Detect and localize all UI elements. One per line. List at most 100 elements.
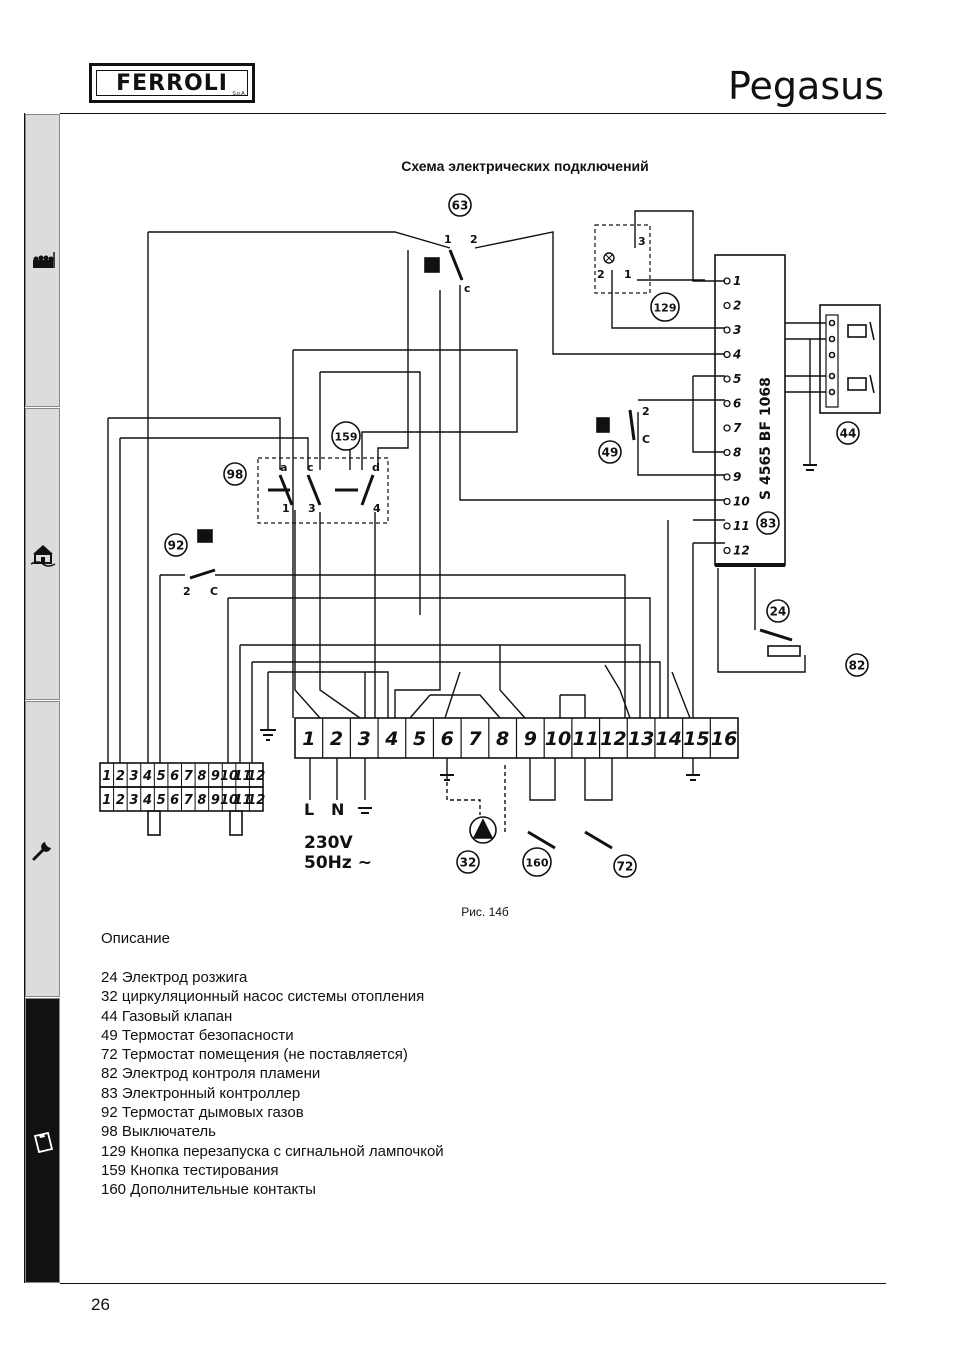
- controller-pin-label: 10: [733, 495, 750, 509]
- connector-leg-left: [147, 810, 161, 836]
- terminal-number: 12: [600, 728, 626, 750]
- sidebar: [24, 113, 61, 1283]
- controller-pin-label: 11: [733, 519, 750, 533]
- header-divider: [60, 113, 886, 114]
- controller-pin-label: 12: [733, 544, 750, 558]
- terminal-number: 4: [384, 728, 398, 750]
- s49-label-c: C: [642, 433, 650, 446]
- callout-label: 49: [602, 446, 619, 460]
- controller-pin-label: 8: [733, 446, 741, 460]
- connector-pin-label: 1: [102, 793, 111, 808]
- controller-pin-terminal: [723, 375, 731, 383]
- footer-divider: [60, 1283, 886, 1284]
- callout-label: 82: [849, 659, 866, 673]
- s98-label-4: 4: [373, 502, 381, 515]
- callout-circle: [650, 292, 680, 322]
- list-item: 49 Термостат безопасности: [101, 1026, 294, 1044]
- callout-circle: [164, 533, 188, 557]
- terminal-number: 3: [358, 728, 371, 750]
- page-number: 26: [91, 1295, 110, 1314]
- wires: [107, 210, 826, 801]
- callout-label: 63: [452, 199, 469, 213]
- callout-label: 24: [770, 605, 787, 619]
- s129-label-3: 3: [638, 235, 646, 248]
- callout-circle: [766, 599, 790, 623]
- controller-pin-label: 1: [733, 274, 741, 288]
- list-item: 92 Термостат дымовых газов: [101, 1104, 304, 1122]
- connector-pin-label: 12: [247, 793, 265, 808]
- terminal-number: 1: [302, 728, 315, 750]
- controller-pin-label: 4: [732, 348, 741, 362]
- terminal-number: 14: [656, 728, 682, 750]
- connector-pin-label: 7: [184, 769, 194, 784]
- figure-caption: Рис. 14б: [461, 905, 509, 919]
- terminal-number: 16: [711, 728, 737, 750]
- callout-circle: [456, 850, 480, 874]
- connector-pin-label: 6: [170, 769, 179, 784]
- callout-label: 83: [760, 517, 777, 531]
- controller-pin-terminal: [723, 497, 731, 506]
- house-install-icon: [30, 545, 55, 567]
- list-item: 159 Кнопка тестирования: [101, 1161, 279, 1179]
- controller-pin-terminal: [723, 301, 731, 310]
- terminal-number: 9: [524, 728, 537, 750]
- connector-pin-label: 7: [184, 793, 194, 808]
- controller-pin-terminal: [723, 473, 731, 481]
- terminal-number: 15: [683, 728, 709, 750]
- controller-pin-label: 5: [733, 372, 741, 386]
- controller-pin-terminal: [723, 424, 731, 432]
- callout-circle: [331, 421, 361, 451]
- controller-pin-label: 3: [733, 323, 741, 337]
- sidebar-tab-installer[interactable]: [25, 408, 60, 700]
- controller-pin-label: 6: [733, 397, 741, 411]
- connector-pin-label: 8: [197, 769, 206, 784]
- s63-label-1: 1: [444, 233, 452, 246]
- connector-pin-label: 11: [234, 769, 252, 784]
- frequency-label: 50Hz ~: [304, 853, 372, 873]
- callout-label: 72: [617, 860, 634, 874]
- sidebar-tab-user[interactable]: [25, 114, 60, 407]
- power-n-label: N: [331, 800, 344, 819]
- controller-model-label: S 4565 BF 1068: [758, 377, 774, 500]
- terminal-number: 7: [468, 728, 482, 750]
- s129-label-1: 1: [624, 268, 632, 281]
- description-title: Описание: [101, 930, 171, 947]
- ferroli-logo: FERROLI S.p.A.: [89, 63, 255, 103]
- list-item: 82 Электрод контроля пламени: [101, 1065, 321, 1083]
- controller-pin-terminal: [723, 522, 731, 530]
- product-name: Pegasus: [727, 64, 884, 108]
- s98-label-a: a: [280, 461, 287, 474]
- callout-circle: [845, 653, 869, 677]
- connector-pin-label: 2: [116, 793, 125, 808]
- callout-label: 98: [227, 468, 244, 482]
- list-item: 160 Дополнительные контакты: [101, 1181, 316, 1199]
- controller-pin-label: 9: [733, 470, 741, 484]
- terminal-number: 5: [413, 728, 426, 750]
- connector-pin-label: 3: [129, 793, 138, 808]
- wrench-icon: [32, 842, 51, 861]
- sidebar-tab-specs[interactable]: [25, 998, 60, 1283]
- controller-pin-terminal: [723, 546, 731, 555]
- boiler-user-icon: [32, 251, 55, 268]
- s98-label-3: 3: [308, 502, 316, 515]
- connector-pin-label: 4: [142, 793, 152, 808]
- terminal-number: 10: [545, 728, 571, 750]
- s92-label-c: C: [210, 585, 218, 598]
- callout-label: 92: [168, 539, 185, 553]
- s63-label-2: 2: [470, 233, 478, 246]
- connector-pin-label: 1: [102, 769, 111, 784]
- controller-pin-terminal: [723, 326, 731, 334]
- s129-label-2: 2: [597, 268, 605, 281]
- power-l-label: L: [304, 800, 314, 819]
- list-item: 98 Выключатель: [101, 1123, 216, 1141]
- connector-leg-right: [229, 810, 243, 836]
- terminal-number: 2: [330, 728, 343, 750]
- connector-pin-label: 8: [197, 793, 206, 808]
- s63-label-c: c: [464, 282, 471, 295]
- list-item: 32 циркуляционный насос системы отоплени…: [101, 988, 425, 1006]
- connector-pin-label: 11: [234, 793, 252, 808]
- callout-label: 44: [840, 427, 857, 441]
- sidebar-tab-service[interactable]: [25, 701, 60, 997]
- diagram-title: Схема электрических подключений: [401, 158, 649, 174]
